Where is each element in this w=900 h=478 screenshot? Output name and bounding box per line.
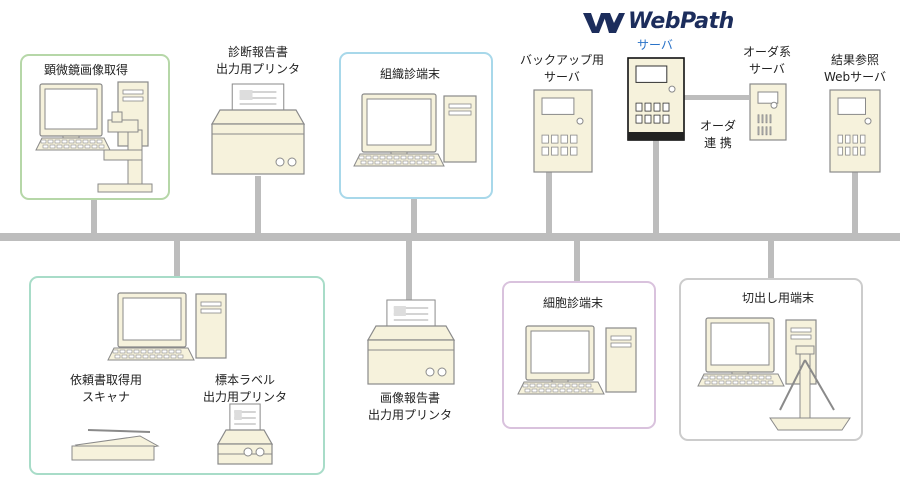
request-scanner-label-1: 依頼書取得用 bbox=[69, 373, 143, 387]
image-printer-label-1: 画像報告書 bbox=[379, 391, 441, 405]
request-scanner-label-2: スキャナ bbox=[81, 390, 131, 404]
diag-printer-label-1: 診断報告書 bbox=[227, 45, 289, 59]
cutting-pc-keyboard bbox=[697, 373, 785, 387]
diag-printer bbox=[210, 83, 306, 175]
backup-server-label-1: バックアップ用 bbox=[519, 53, 605, 67]
backup-server bbox=[533, 89, 593, 173]
backup-server-label-2: サーバ bbox=[544, 70, 580, 84]
microscope-label: 顕微鏡画像取得 bbox=[44, 63, 129, 77]
specimen-printer-label-1: 標本ラベル bbox=[214, 373, 276, 387]
webpath-server bbox=[627, 57, 685, 141]
microscope-device bbox=[97, 111, 153, 193]
network-drop bbox=[546, 172, 552, 233]
histo-pc-monitor bbox=[361, 93, 437, 161]
cyto-pc-keyboard bbox=[517, 381, 605, 395]
histo-pc-keyboard bbox=[353, 153, 445, 167]
network-drop bbox=[406, 241, 412, 302]
result-server bbox=[829, 89, 881, 173]
image-printer bbox=[366, 299, 456, 385]
network-drop bbox=[768, 241, 774, 280]
network-drop bbox=[255, 176, 261, 233]
histo-pc-tower bbox=[443, 95, 477, 163]
request-pc-tower bbox=[195, 293, 227, 359]
cyto-pc-tower bbox=[605, 327, 637, 393]
network-drop bbox=[91, 196, 97, 233]
specimen-printer bbox=[216, 403, 274, 465]
cutting-pc-monitor bbox=[705, 317, 775, 381]
network-drop bbox=[653, 140, 659, 233]
histo-terminal-label: 組織診端末 bbox=[380, 67, 441, 81]
order-server bbox=[749, 83, 787, 141]
webpath-logo-word: WebPath bbox=[628, 9, 734, 34]
request-scanner bbox=[71, 429, 160, 461]
order-server-label-2: サーバ bbox=[749, 62, 785, 76]
network-drop bbox=[574, 241, 580, 282]
network-lines bbox=[0, 95, 900, 302]
network-drop bbox=[174, 241, 180, 278]
webpath-logo-subtitle: サーバ bbox=[637, 38, 673, 52]
result-server-label-2: Webサーバ bbox=[823, 70, 887, 84]
result-server-label-1: 結果参照 bbox=[830, 53, 880, 67]
request-pc-monitor bbox=[117, 292, 187, 356]
webpath-logo-mark bbox=[583, 13, 625, 33]
network-backbone bbox=[0, 233, 900, 241]
cyto-pc-monitor bbox=[525, 325, 595, 389]
order-link-label-1: オーダ bbox=[699, 119, 737, 133]
microscope-pc-keyboard bbox=[35, 137, 111, 151]
image-printer-label-2: 出力用プリンタ bbox=[367, 408, 453, 422]
specimen-printer-label-2: 出力用プリンタ bbox=[202, 390, 288, 404]
microscope-pc-monitor bbox=[39, 83, 103, 145]
diag-printer-label-2: 出力用プリンタ bbox=[215, 62, 301, 76]
cyto-terminal-label: 細胞診端末 bbox=[543, 296, 604, 310]
network-drop bbox=[411, 196, 417, 233]
cutting-board bbox=[769, 345, 851, 431]
network-drop bbox=[852, 172, 858, 233]
order-server-label-1: オーダ系 bbox=[742, 45, 792, 59]
order-link-label-2: 連 携 bbox=[704, 136, 732, 150]
order-link-line bbox=[683, 95, 749, 100]
request-pc-keyboard bbox=[107, 347, 195, 361]
cutting-terminal-label: 切出し用端末 bbox=[742, 291, 815, 305]
